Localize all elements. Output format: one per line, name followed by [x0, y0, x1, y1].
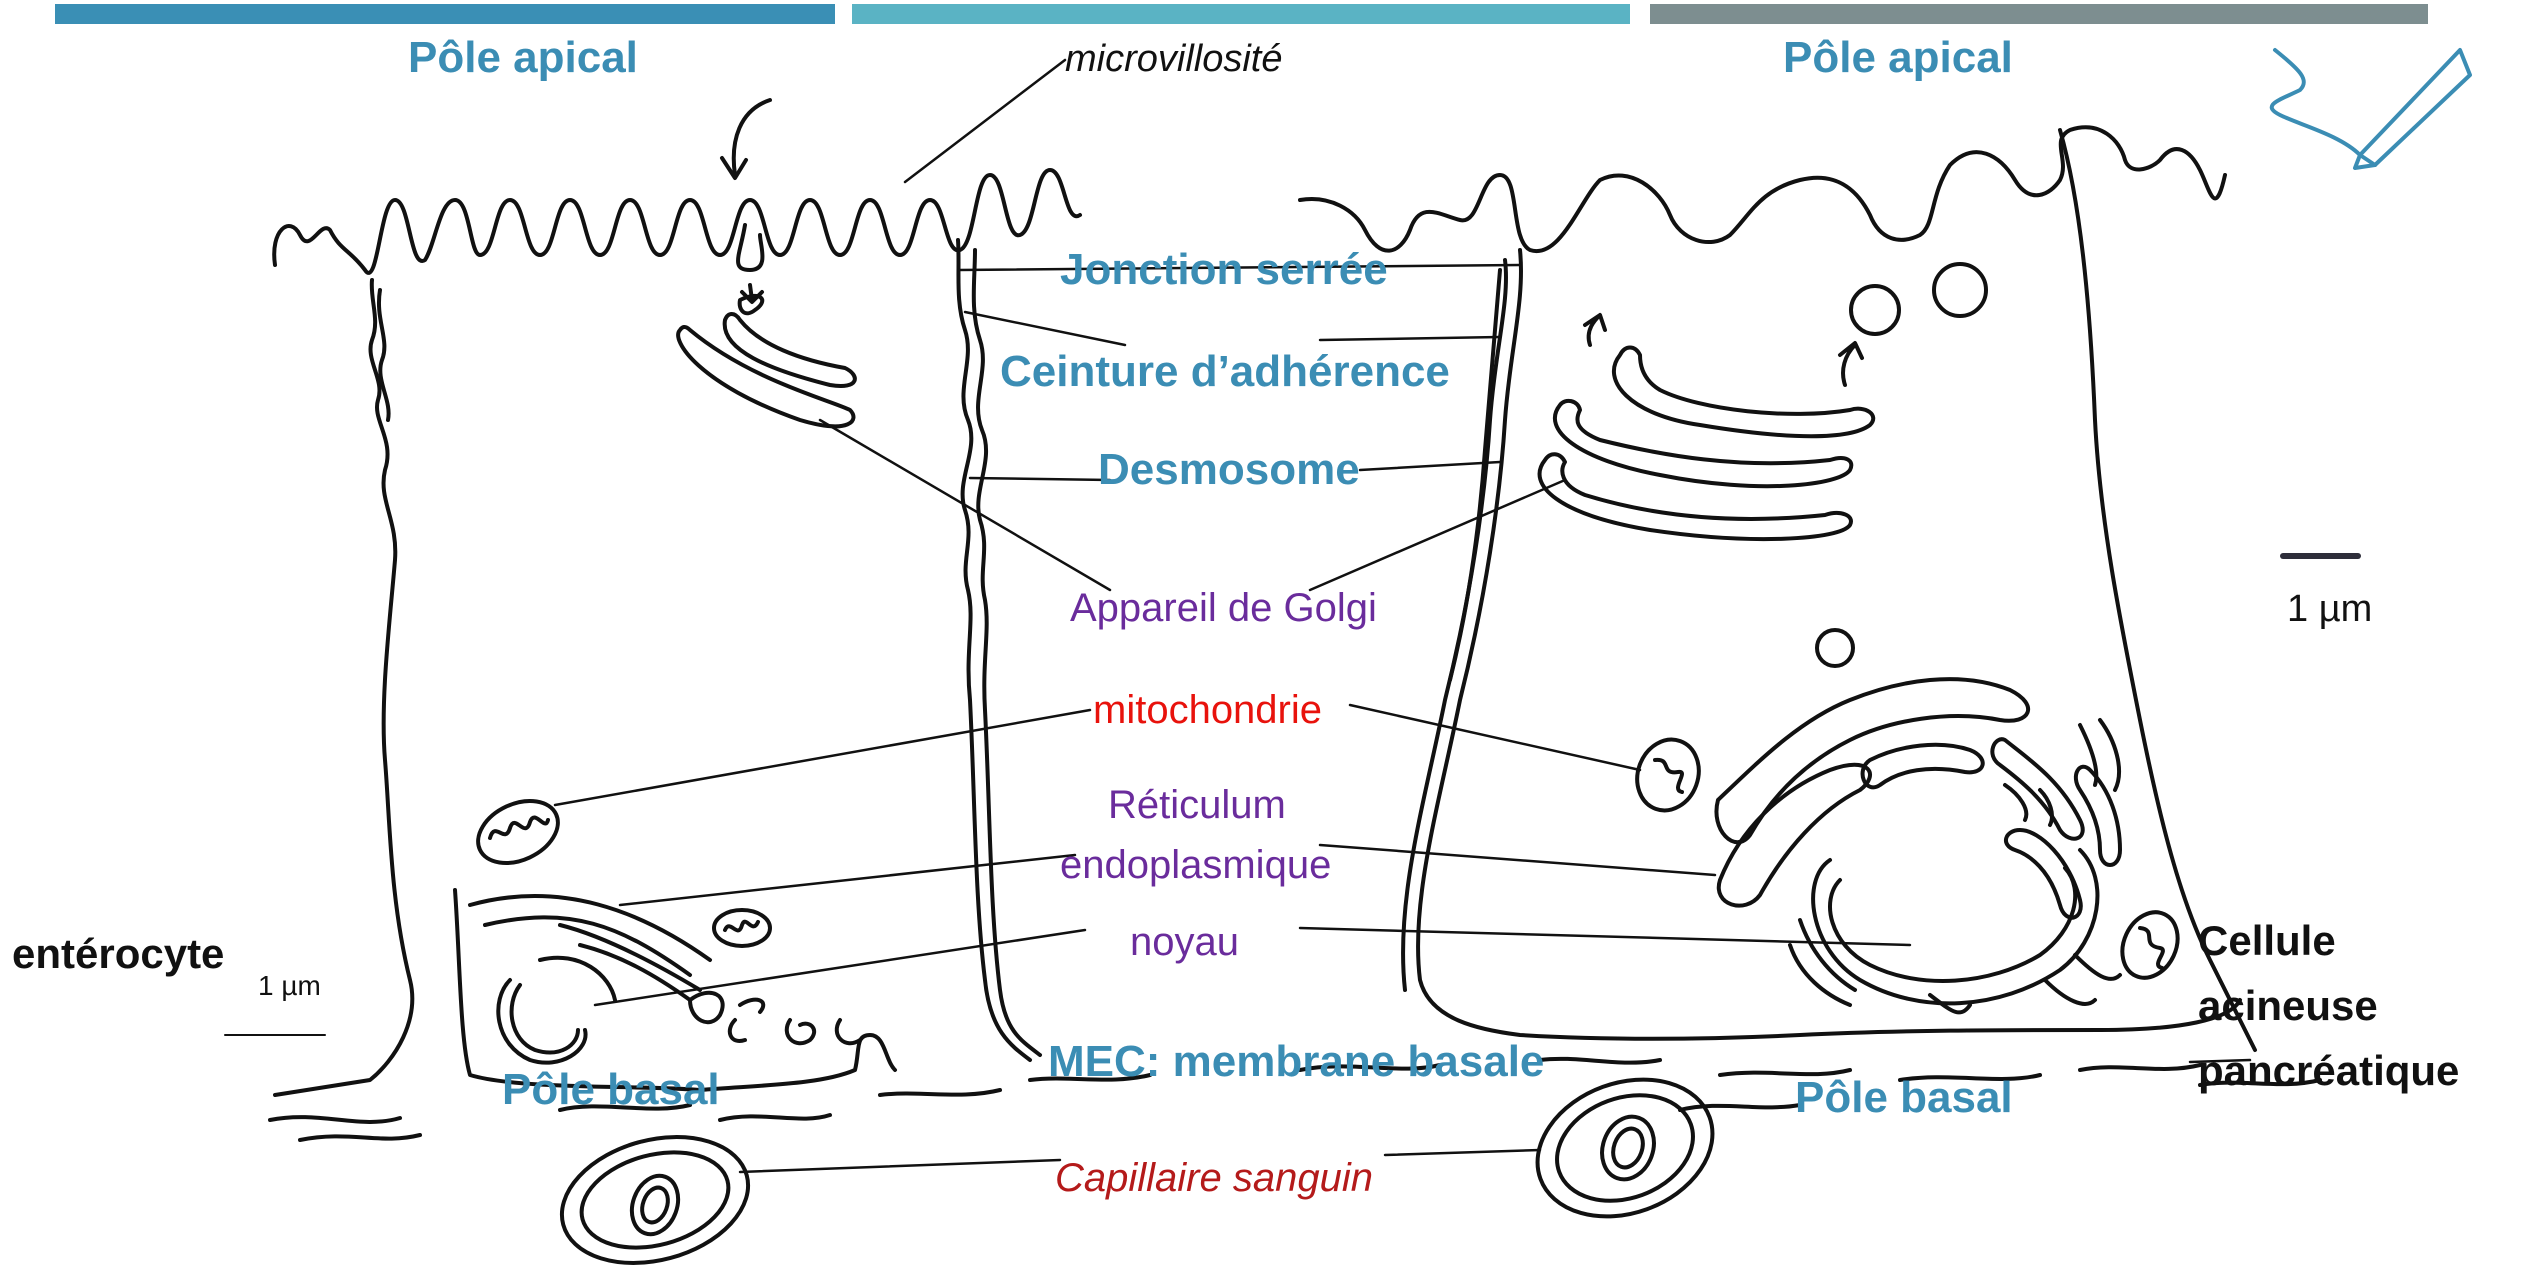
pole-basal-left-label: Pôle basal — [502, 1068, 720, 1112]
endocytosis-arrow-icon — [734, 100, 770, 175]
capillary-left-icon — [548, 1117, 763, 1269]
pole-apical-left-label: Pôle apical — [408, 36, 638, 80]
nucleus-left-icon — [498, 958, 615, 1063]
microvillosite-label: microvillosité — [1065, 40, 1282, 78]
pole-apical-right-label: Pôle apical — [1783, 36, 2013, 80]
ceinture-adherence-label: Ceinture d’adhérence — [1000, 350, 1450, 394]
mitochondria-left-icon — [468, 789, 770, 946]
golgi-right-icon — [1614, 348, 1873, 437]
scale-right-label: 1 µm — [2287, 590, 2372, 628]
acineuse-label-3: pancréatique — [2198, 1050, 2459, 1092]
noyau-label: noyau — [1130, 922, 1239, 962]
capillary-right-icon — [1518, 1056, 1732, 1240]
capillaire-label: Capillaire sanguin — [1055, 1158, 1373, 1198]
enterocyte-label: entérocyte — [12, 933, 224, 975]
reticulum-label-2: endoplasmique — [1060, 845, 1331, 885]
golgi-label: Appareil de Golgi — [1070, 588, 1377, 628]
pole-basal-right-label: Pôle basal — [1795, 1076, 2013, 1120]
acineuse-label-2: acineuse — [2198, 985, 2378, 1027]
mec-label: MEC: membrane basale — [1048, 1040, 1544, 1084]
jonction-serree-label: Jonction serrée — [1060, 248, 1388, 292]
scale-left-label: 1 µm — [258, 972, 321, 1000]
nucleus-right-icon — [1813, 850, 2097, 1003]
pen-icon — [2272, 50, 2470, 168]
desmosome-label: Desmosome — [1098, 448, 1360, 492]
mitochondrie-label: mitochondrie — [1093, 690, 1322, 730]
reticulum-label-1: Réticulum — [1108, 785, 1286, 825]
acineuse-label-1: Cellule — [2198, 920, 2336, 962]
